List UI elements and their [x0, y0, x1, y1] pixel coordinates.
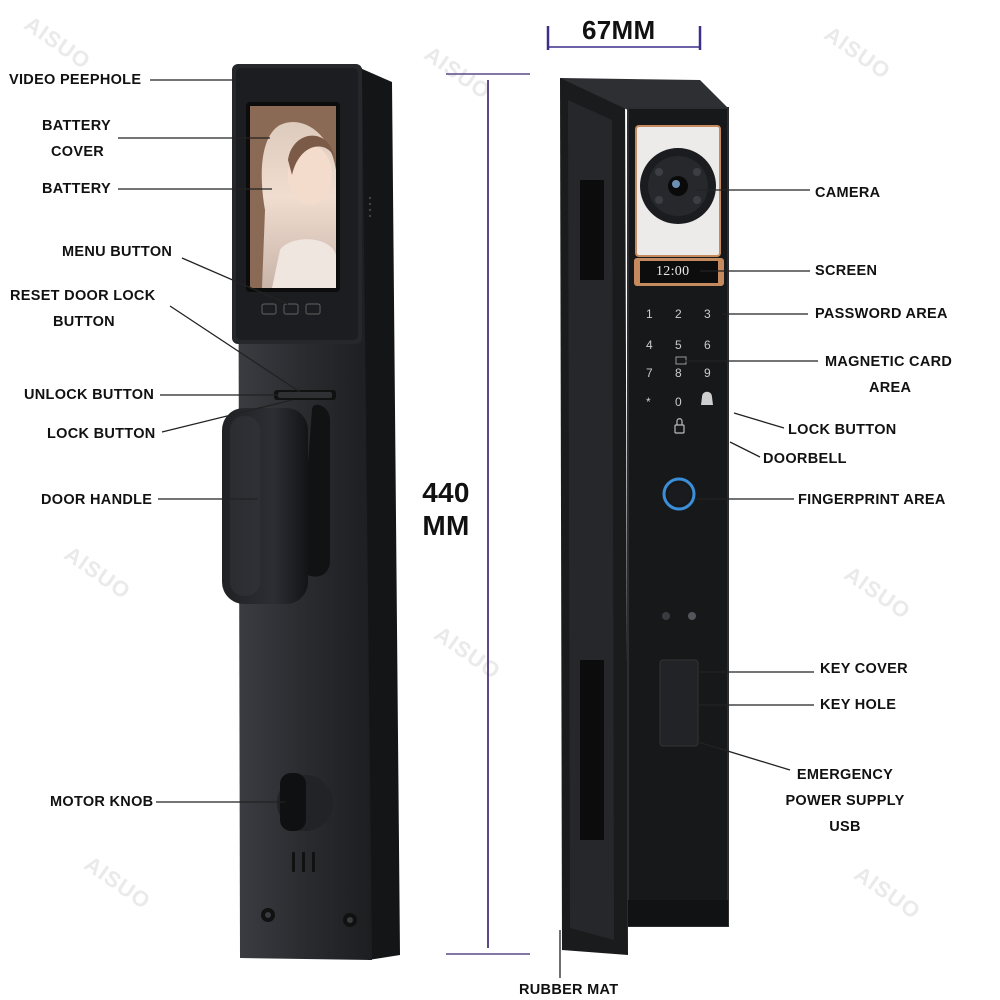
label-lock-button-left: LOCK BUTTON — [47, 426, 156, 442]
key-9[interactable]: 9 — [704, 366, 711, 380]
key-star[interactable]: * — [646, 395, 651, 409]
label-reset-1: RESET DOOR LOCK — [10, 288, 156, 304]
label-password-area: PASSWORD AREA — [815, 306, 948, 322]
label-rubber-mat: RUBBER MAT — [519, 982, 619, 998]
key-5[interactable]: 5 — [675, 338, 682, 352]
key-3[interactable]: 3 — [704, 307, 711, 321]
label-camera: CAMERA — [815, 185, 881, 201]
label-menu-button: MENU BUTTON — [62, 244, 173, 260]
key-4[interactable]: 4 — [646, 338, 653, 352]
label-lock-button-right: LOCK BUTTON — [788, 422, 897, 438]
inner-lock-panel — [222, 64, 400, 960]
key-1[interactable]: 1 — [646, 307, 653, 321]
label-motor-knob: MOTOR KNOB — [50, 794, 154, 810]
key-8[interactable]: 8 — [675, 366, 682, 380]
height-dimension-line — [415, 73, 530, 955]
key-0[interactable]: 0 — [675, 395, 682, 409]
label-magnetic-card-2: AREA — [869, 380, 912, 396]
label-fingerprint-area: FINGERPRINT AREA — [798, 492, 946, 508]
screen-time: 12:00 — [656, 264, 690, 279]
label-battery: BATTERY — [42, 181, 111, 197]
width-dimension-label: 67MM — [582, 15, 656, 45]
key-2[interactable]: 2 — [675, 307, 682, 321]
key-6[interactable]: 6 — [704, 338, 711, 352]
label-unlock-button: UNLOCK BUTTON — [24, 387, 155, 403]
label-battery-cover-2: COVER — [51, 144, 105, 160]
label-key-cover: KEY COVER — [820, 661, 908, 677]
label-emergency-3: USB — [829, 819, 861, 835]
label-emergency-2: POWER SUPPLY — [785, 793, 905, 809]
label-emergency-1: EMERGENCY — [796, 767, 894, 783]
label-reset-2: BUTTON — [53, 314, 115, 330]
label-battery-cover-1: BATTERY — [42, 118, 111, 134]
height-dimension-value: 440 — [422, 477, 470, 508]
width-dimension-line — [546, 26, 702, 50]
label-doorbell: DOORBELL — [763, 451, 847, 467]
key-7[interactable]: 7 — [646, 366, 653, 380]
label-magnetic-card-1: MAGNETIC CARD — [825, 354, 953, 370]
label-screen: SCREEN — [815, 263, 878, 279]
label-key-hole: KEY HOLE — [820, 697, 897, 713]
label-door-handle: DOOR HANDLE — [41, 492, 153, 508]
label-video-peephole: VIDEO PEEPHOLE — [9, 72, 142, 88]
outer-lock-panel — [560, 78, 729, 955]
height-dimension-unit: MM — [422, 510, 470, 541]
